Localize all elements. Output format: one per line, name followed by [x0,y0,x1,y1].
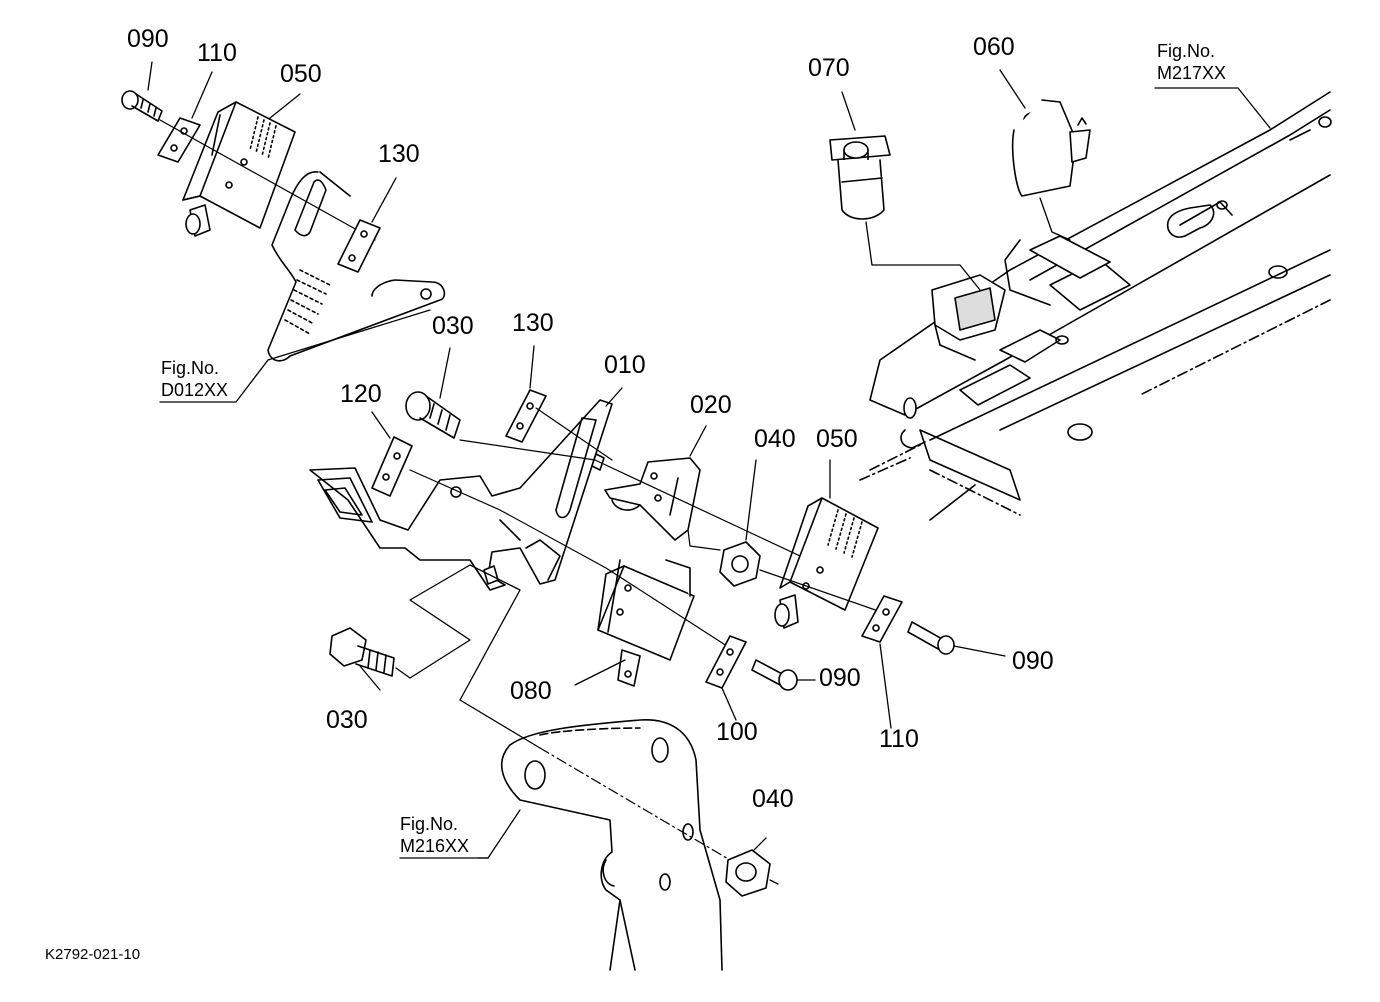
part-label-130-top: 130 [378,140,420,168]
part-label-040-bottom: 040 [752,785,794,813]
part-label-080: 080 [510,677,552,705]
fig-ref-m216: Fig.No. M216XX [400,813,469,857]
washer-110-top [157,117,201,163]
nut-040-bottom [725,837,779,897]
part-label-090-center: 090 [819,664,861,692]
switch-050-center [774,497,879,629]
part-label-090-top: 090 [127,25,169,53]
part-label-070: 070 [808,54,850,82]
switch-060 [1011,99,1091,241]
screw-090-top [121,90,163,122]
part-label-030-bottom: 030 [326,706,368,734]
screw-090-right [907,621,1006,657]
bracket-010 [309,399,613,591]
part-label-090-right: 090 [1012,647,1054,675]
washer-110-right [861,595,903,643]
frame-m217 [859,87,1332,521]
center-assembly [309,389,1006,721]
top-left-assembly [121,90,446,403]
washer-130-center [505,389,547,443]
part-label-050-top: 050 [280,60,322,88]
part-label-120: 120 [340,380,382,408]
part-label-110-right: 110 [879,725,919,753]
fig-ref-m216-line2: M216XX [400,836,470,856]
part-label-100: 100 [716,718,758,746]
part-label-020: 020 [690,391,732,419]
switch-050-top [182,101,296,237]
washer-100 [705,635,747,721]
screw-090-center [751,659,816,691]
bolt-030-bottom [329,564,471,679]
switch-070 [829,135,981,291]
drawing-code: K2792-021-10 [45,946,141,963]
fig-ref-d012: Fig.No. D012XX [161,357,228,401]
washer-130-top [337,219,381,273]
bracket-m216 [399,699,731,971]
fig-ref-m217-line1: Fig.No. [1157,41,1216,61]
part-label-060: 060 [973,33,1015,61]
washer-120 [371,436,413,497]
bracket-d012 [267,171,446,362]
block-080 [574,559,695,687]
fig-ref-d012-line2: D012XX [161,380,229,400]
nut-040-center [719,541,761,587]
part-label-040-center: 040 [754,425,796,453]
part-label-130-center: 130 [512,309,554,337]
bolt-030-top [405,391,461,439]
part-label-010: 010 [604,351,646,379]
fig-ref-m217: Fig.No. M217XX [1157,40,1226,84]
fig-ref-m217-line2: M217XX [1157,63,1227,83]
part-label-030-top: 030 [432,312,474,340]
plate-020 [604,457,701,541]
part-label-050-center: 050 [816,425,858,453]
part-label-110-top: 110 [197,39,237,67]
fig-ref-m216-line1: Fig.No. [400,814,459,834]
fig-ref-d012-line1: Fig.No. [161,358,220,378]
